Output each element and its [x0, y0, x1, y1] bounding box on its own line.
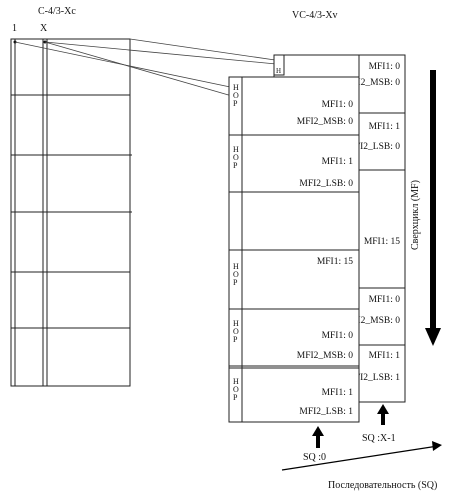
- left-title: C-4/3-Xc: [38, 6, 76, 17]
- sequence-arrow: Последовательность (SQ): [281, 441, 442, 491]
- back-mfi1-1: MFI1: 1: [369, 122, 401, 132]
- hop-labels: H O P H O P H O P H O P H O P: [233, 83, 239, 402]
- sqx1-label: SQ :X-1: [362, 433, 396, 444]
- back-mfi2-msb-0b: MFI2_MSB: 0: [344, 316, 400, 326]
- svg-text:P: P: [233, 335, 238, 344]
- front-mfi2-lsb-0: MFI2_LSB: 0: [299, 179, 353, 189]
- col-1-label: 1: [12, 23, 17, 34]
- col-x-label: X: [40, 23, 48, 34]
- sq-arrows: SQ :0 SQ :X-1: [303, 404, 396, 463]
- svg-text:P: P: [233, 278, 238, 287]
- multiframe-label: Сверхцикл (MF): [410, 180, 421, 250]
- svg-text:H: H: [233, 319, 239, 328]
- svg-text:O: O: [233, 270, 239, 279]
- sequence-label: Последовательность (SQ): [328, 480, 437, 491]
- back-mfi2-lsb-1: MFI2_LSB: 1: [346, 373, 400, 383]
- front-mfi1-1b: MFI1: 1: [322, 388, 354, 398]
- front-mfi2-lsb-1: MFI2_LSB: 1: [299, 407, 353, 417]
- front-mfi1-0: MFI1: 0: [322, 100, 354, 110]
- svg-text:H: H: [233, 262, 239, 271]
- c4-container: C-4/3-Xc 1 X: [10, 6, 132, 387]
- svg-text:H: H: [276, 67, 281, 75]
- svg-text:P: P: [233, 161, 238, 170]
- front-mfi2-msb-0b: MFI2_MSB: 0: [297, 351, 353, 361]
- front-frame: H O P H O P H O P H O P H O P MFI1: 0 MF…: [228, 76, 360, 423]
- svg-text:P: P: [233, 393, 238, 402]
- back-mfi1-15: MFI1: 15: [364, 237, 400, 247]
- svg-text:O: O: [233, 153, 239, 162]
- svg-text:H: H: [233, 145, 239, 154]
- svg-text:O: O: [233, 91, 239, 100]
- svg-text:H: H: [233, 377, 239, 386]
- mapping-lines: [14, 38, 277, 97]
- sq0-label: SQ :0: [303, 452, 326, 463]
- svg-text:H: H: [233, 83, 239, 92]
- front-mfi1-1: MFI1: 1: [322, 157, 354, 167]
- back-mfi1-1b: MFI1: 1: [369, 351, 401, 361]
- front-mfi2-msb-0: MFI2_MSB: 0: [297, 117, 353, 127]
- back-mfi2-msb-0: MFI2_MSB: 0: [344, 78, 400, 88]
- svg-text:O: O: [233, 385, 239, 394]
- back-mfi1-0b: MFI1: 0: [369, 295, 401, 305]
- svg-text:O: O: [233, 327, 239, 336]
- front-mfi1-0b: MFI1: 0: [322, 331, 354, 341]
- svg-text:P: P: [233, 99, 238, 108]
- front-mfi1-15: MFI1: 15: [317, 257, 353, 267]
- back-mfi1-0: MFI1: 0: [369, 62, 401, 72]
- multiframe-arrow: Сверхцикл (MF): [410, 70, 441, 346]
- right-title: VC-4/3-Xv: [292, 10, 338, 21]
- back-mfi2-lsb-0: MFI2_LSB: 0: [346, 142, 400, 152]
